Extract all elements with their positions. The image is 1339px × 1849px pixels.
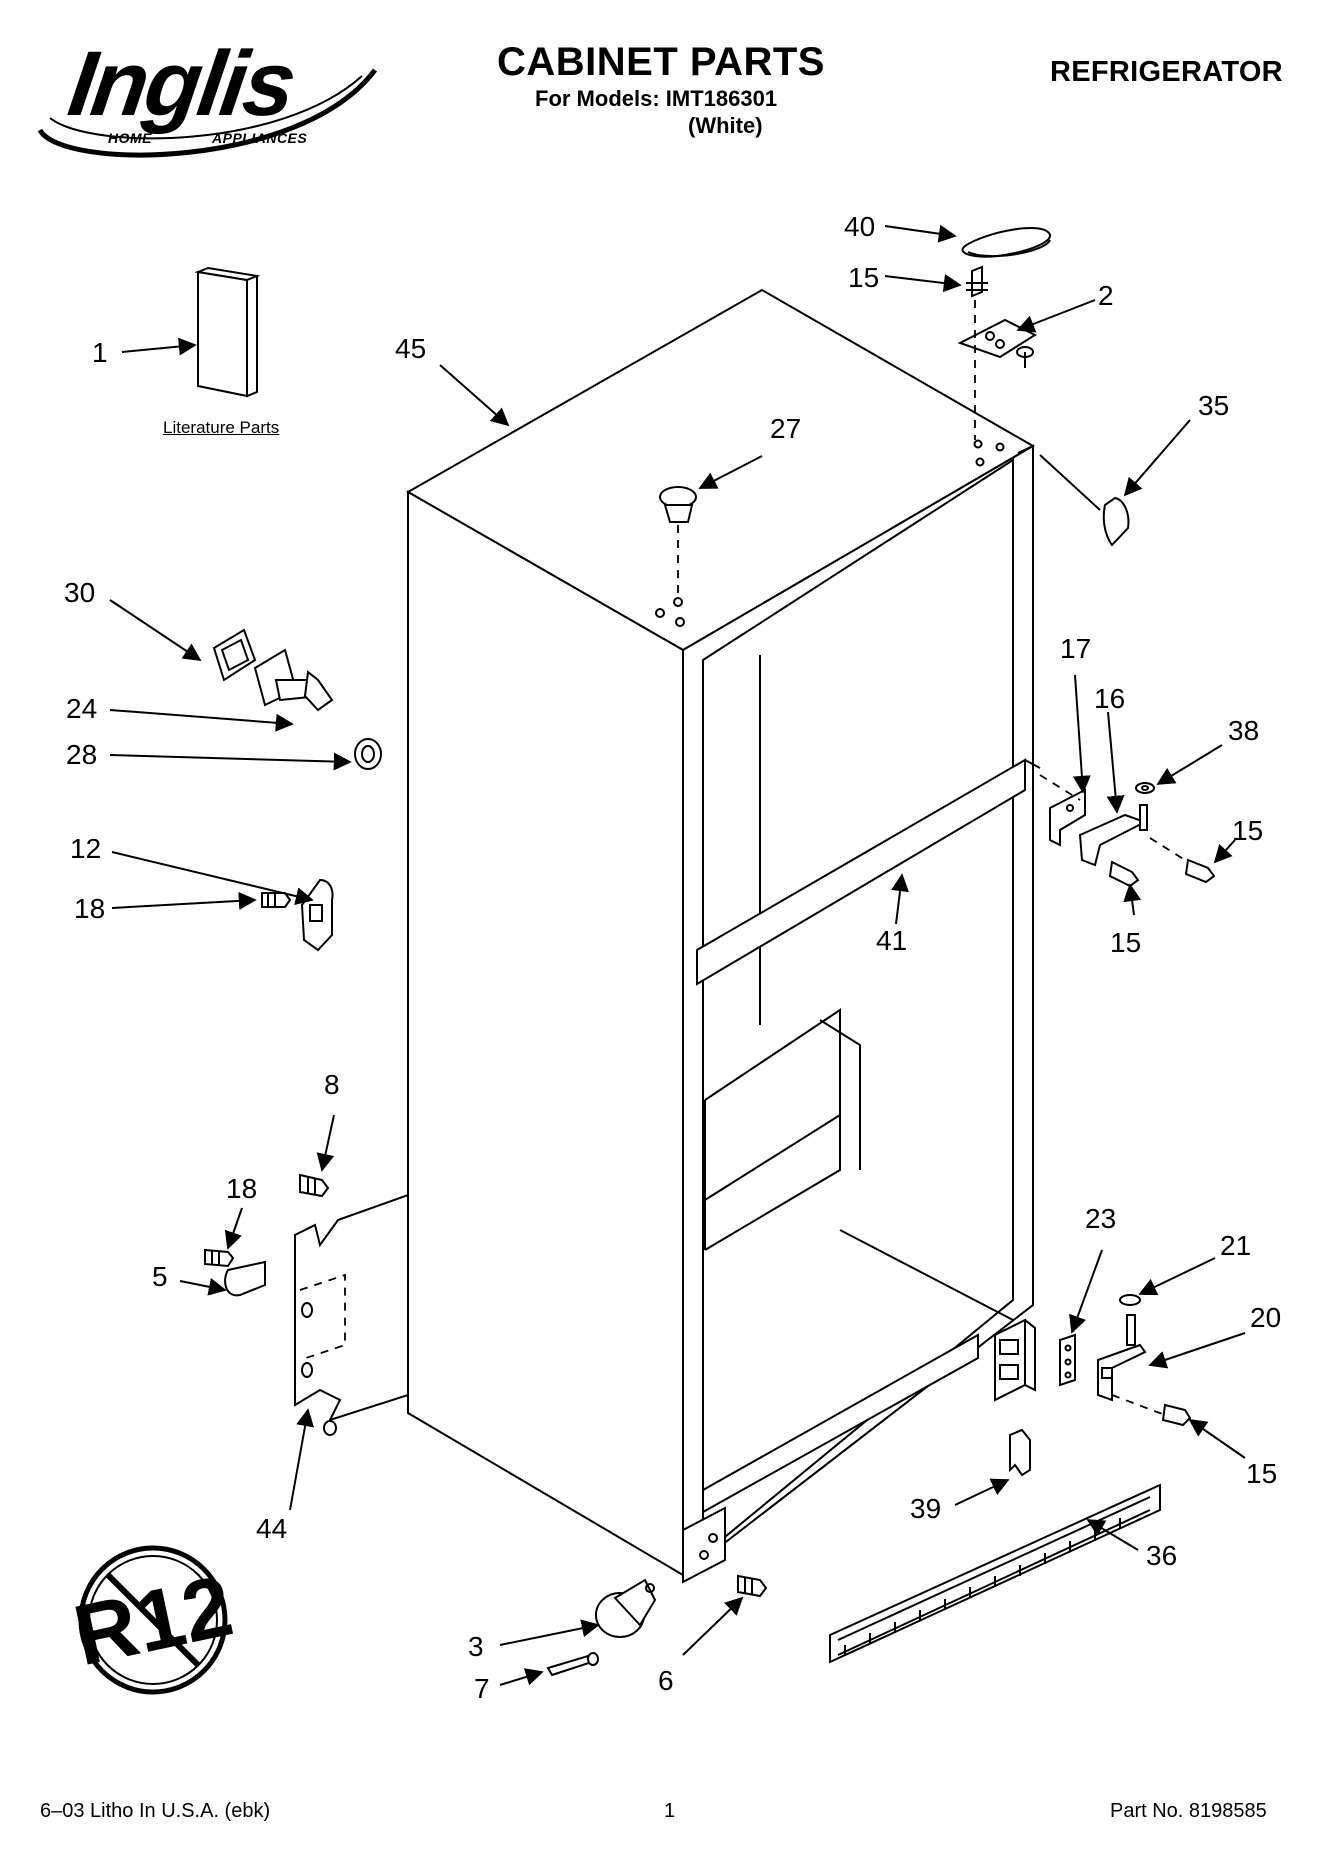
callout-41: 41 (876, 925, 907, 956)
callout-21: 21 (1220, 1230, 1251, 1261)
footer-part-number: Part No. 8198585 (1110, 1800, 1267, 1822)
callout-40: 40 (844, 211, 875, 242)
callout-20: 20 (1250, 1302, 1281, 1333)
callout-16: 16 (1094, 683, 1125, 714)
leader-lines (109, 224, 1246, 1686)
clip-part-5 (204, 1248, 266, 1297)
callout-1: 1 (92, 337, 108, 368)
callout-18-lower: 18 (226, 1173, 257, 1204)
callout-45: 45 (395, 333, 426, 364)
bottom-hinge-assembly (1059, 1294, 1192, 1427)
callout-27: 27 (770, 413, 801, 444)
callout-44: 44 (256, 1513, 287, 1544)
callout-36: 36 (1146, 1540, 1177, 1571)
callout-15-lower: 15 (1110, 927, 1141, 958)
models-line: For Models: IMT186301 (535, 86, 778, 111)
callout-2: 2 (1098, 280, 1114, 311)
callout-3: 3 (468, 1631, 484, 1662)
footer-page-number: 1 (664, 1800, 676, 1822)
callout-24: 24 (66, 693, 97, 724)
color-note: (White) (688, 113, 763, 138)
callout-18-upper: 18 (74, 893, 105, 924)
callout-39: 39 (910, 1493, 941, 1524)
literature-parts-label: Literature Parts (163, 418, 280, 437)
category-label: REFRIGERATOR (1050, 56, 1283, 88)
roller-assembly (546, 1574, 768, 1677)
callout-12: 12 (70, 833, 101, 864)
callout-17: 17 (1060, 633, 1091, 664)
callout-15-right: 15 (1232, 815, 1263, 846)
callout-38: 38 (1228, 715, 1259, 746)
literature-booklet (194, 266, 261, 398)
callout-8: 8 (324, 1069, 340, 1100)
callout-6: 6 (658, 1665, 674, 1696)
callout-23: 23 (1085, 1203, 1116, 1234)
plug-part (659, 486, 697, 600)
screw-part-8 (299, 1173, 330, 1198)
switch-assembly (212, 628, 382, 770)
center-hinge-assembly (1039, 774, 1216, 888)
top-hinge-assembly (957, 227, 1051, 440)
brand-sub-home: HOME (108, 130, 152, 146)
callout-30: 30 (64, 577, 95, 608)
logo-swoosh (37, 68, 377, 158)
brand-sub-appliances: APPLIANCES (212, 130, 308, 146)
callout-labels: 1 45 27 40 15 2 35 30 24 28 12 18 17 16 … (64, 211, 1281, 1704)
cabinet-body (405, 288, 1041, 1584)
toe-grille (829, 1428, 1161, 1664)
footer-print-info: 6–03 Litho In U.S.A. (ebk) (40, 1800, 271, 1822)
callout-7: 7 (474, 1673, 490, 1704)
callout-28: 28 (66, 739, 97, 770)
hinge-cover-part (1039, 454, 1130, 547)
callout-15-top: 15 (848, 262, 879, 293)
page-title: CABINET PARTS (497, 40, 825, 84)
callout-5: 5 (152, 1261, 168, 1292)
side-panel (294, 1193, 409, 1436)
callout-15-bottom: 15 (1246, 1458, 1277, 1489)
callout-35: 35 (1198, 390, 1229, 421)
no-r12-badge: R12 (66, 1545, 240, 1695)
